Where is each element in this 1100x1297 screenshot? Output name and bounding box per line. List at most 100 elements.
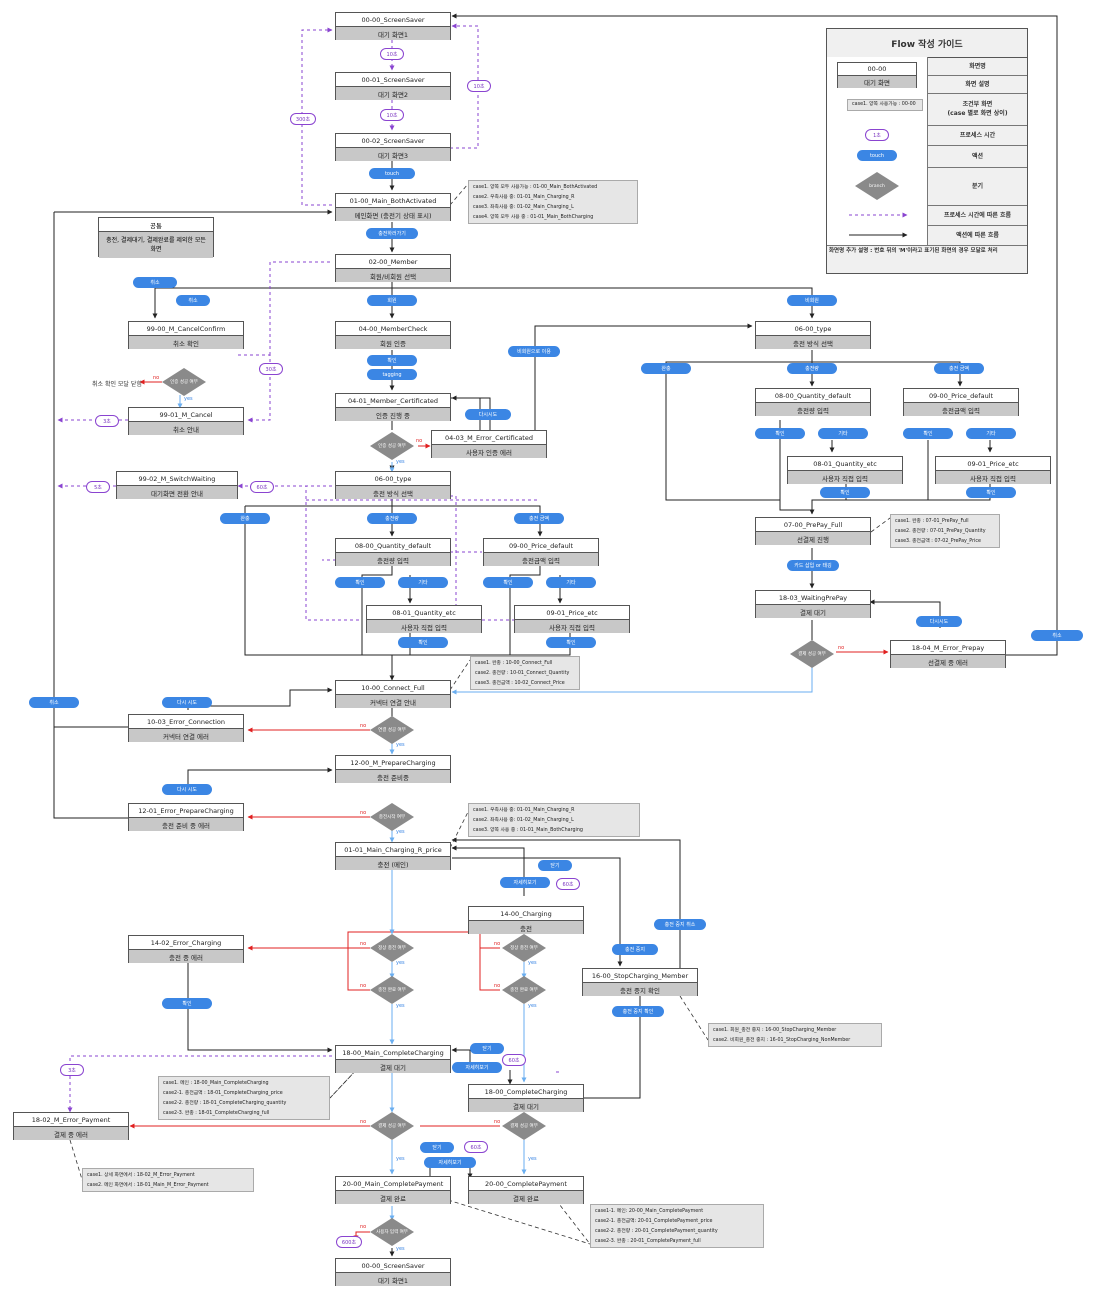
branch-diamond: 정상 충전 여부 [502, 934, 546, 962]
quantity-action[interactable]: 충전량 [787, 363, 837, 374]
detail-action[interactable]: 자세히보기 [424, 1157, 476, 1168]
stop-cancel-action[interactable]: 충전 중지 취소 [654, 919, 706, 930]
etc-action[interactable]: 기타 [546, 577, 596, 588]
legend-row-conditional: case1. 양쪽 사용가능 : 00-00 조건부 화면 (case 별로 화… [827, 93, 1027, 126]
branch-diamond: 사용자 입력 여부 [370, 1218, 414, 1246]
close-action[interactable]: 닫기 [538, 860, 572, 871]
tagging-action[interactable]: tagging [367, 369, 417, 380]
charge-start-action[interactable]: 충전하러가기 [366, 228, 418, 239]
retry-action[interactable]: 다시 시도 [162, 697, 212, 708]
confirm-action[interactable]: 확인 [335, 577, 385, 588]
process-time-badge: 3초 [95, 415, 119, 427]
no-label: no [416, 438, 423, 444]
quantity-action[interactable]: 충전량 [367, 513, 417, 524]
solid-arrow-icon [849, 232, 908, 238]
dashed-arrow-icon [849, 212, 908, 218]
confirm-action[interactable]: 확인 [162, 998, 212, 1009]
close-action[interactable]: 닫기 [470, 1043, 504, 1054]
yes-label: yes [528, 1156, 537, 1162]
process-time-badge: 10초 [380, 109, 404, 121]
nonmember-use-action[interactable]: 비회원으로 이용 [508, 346, 560, 357]
process-time-badge: 3초 [60, 1064, 84, 1076]
branch-diamond: 충전 완료 여부 [502, 976, 546, 1004]
price-action[interactable]: 충전 금액 [514, 513, 564, 524]
cancel-action[interactable]: 취소 [29, 697, 79, 708]
full-charge-action[interactable]: 완충 [641, 363, 691, 374]
member-action[interactable]: 회원 [367, 295, 417, 306]
etc-action[interactable]: 기타 [398, 577, 448, 588]
confirm-action[interactable]: 확인 [398, 637, 448, 648]
nonmember-action[interactable]: 비회원 [787, 295, 837, 306]
confirm-action[interactable]: 확인 [367, 355, 417, 366]
branch-diamond: 인증 성공 여부 [370, 432, 414, 460]
touch-action[interactable]: touch [369, 168, 415, 179]
detail-action[interactable]: 자세히보기 [500, 877, 550, 888]
process-time-badge: 60초 [464, 1141, 488, 1153]
yes-label: yes [396, 1246, 405, 1252]
retry-action[interactable]: 다시시도 [465, 409, 511, 420]
legend-sample-time: 1초 [865, 129, 889, 141]
confirm-action[interactable]: 확인 [755, 428, 805, 439]
process-time-badge: 60초 [250, 481, 274, 493]
etc-action[interactable]: 기타 [966, 428, 1016, 439]
no-label: no [360, 941, 367, 947]
cancel-action[interactable]: 취소 [1031, 630, 1083, 641]
process-time-badge: 60초 [556, 878, 580, 890]
legend-row-action-flow: 액션에 따른 흐름 [827, 225, 1027, 246]
etc-action[interactable]: 기타 [818, 428, 868, 439]
branch-diamond: 결제 성공 여부 [502, 1112, 546, 1140]
price-action[interactable]: 충전 금액 [934, 363, 984, 374]
card-action[interactable]: 카드 삽입 or 태깅 [787, 560, 839, 571]
confirm-action[interactable]: 확인 [966, 487, 1016, 498]
branch-diamond: 정상 충전 여부 [370, 934, 414, 962]
close-action[interactable]: 닫기 [420, 1142, 454, 1153]
cancel-action[interactable]: 취소 [176, 295, 210, 306]
no-label: no [838, 645, 845, 651]
retry-action[interactable]: 다시시도 [916, 616, 962, 627]
yes-label: yes [396, 1003, 405, 1009]
confirm-action[interactable]: 확인 [546, 637, 596, 648]
detail-action[interactable]: 자세히보기 [452, 1062, 502, 1073]
process-time-badge: 10초 [380, 48, 404, 60]
confirm-action[interactable]: 확인 [483, 577, 533, 588]
no-label: no [494, 1119, 501, 1125]
cancel-modal-closed-label: 취소 확인 모달 닫힘 [92, 381, 142, 388]
yes-label: yes [396, 742, 405, 748]
cancel-action[interactable]: 취소 [133, 277, 177, 288]
branch-diamond: 연결 성공 여부 [370, 716, 414, 744]
confirm-action[interactable]: 확인 [903, 428, 953, 439]
stop-confirm-action[interactable]: 충전 중지 확인 [612, 1006, 664, 1017]
no-label: no [360, 723, 367, 729]
stop-action[interactable]: 충전 중지 [612, 944, 658, 955]
retry-action[interactable]: 다시 시도 [162, 784, 212, 795]
confirm-action[interactable]: 확인 [820, 487, 870, 498]
full-charge-action[interactable]: 완충 [220, 513, 270, 524]
no-label: no [360, 810, 367, 816]
legend-sample-action: touch [857, 150, 897, 161]
yes-label: yes [528, 960, 537, 966]
case-note: case1. 양쪽 모두 사용가능 : 01-00_Main_BothActiv… [468, 180, 638, 224]
branch-diamond: 결제 성공 여부 [370, 1112, 414, 1140]
